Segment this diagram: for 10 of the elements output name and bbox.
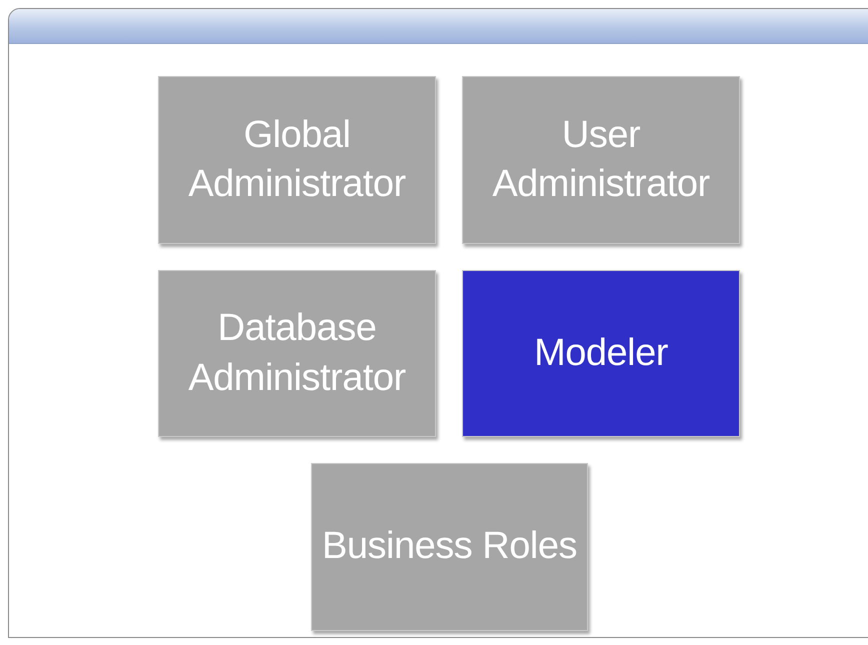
role-label: Modeler: [534, 330, 668, 376]
role-label: Database Administrator: [187, 306, 407, 400]
role-box: [158, 76, 436, 244]
role-box: [462, 76, 740, 244]
role-box: [158, 270, 436, 437]
role-label: Global Administrator: [187, 112, 407, 207]
role-box: [311, 463, 588, 631]
role-box: [462, 270, 740, 437]
role-label: User Administrator: [491, 112, 711, 207]
role-label: Business Roles: [322, 524, 577, 570]
